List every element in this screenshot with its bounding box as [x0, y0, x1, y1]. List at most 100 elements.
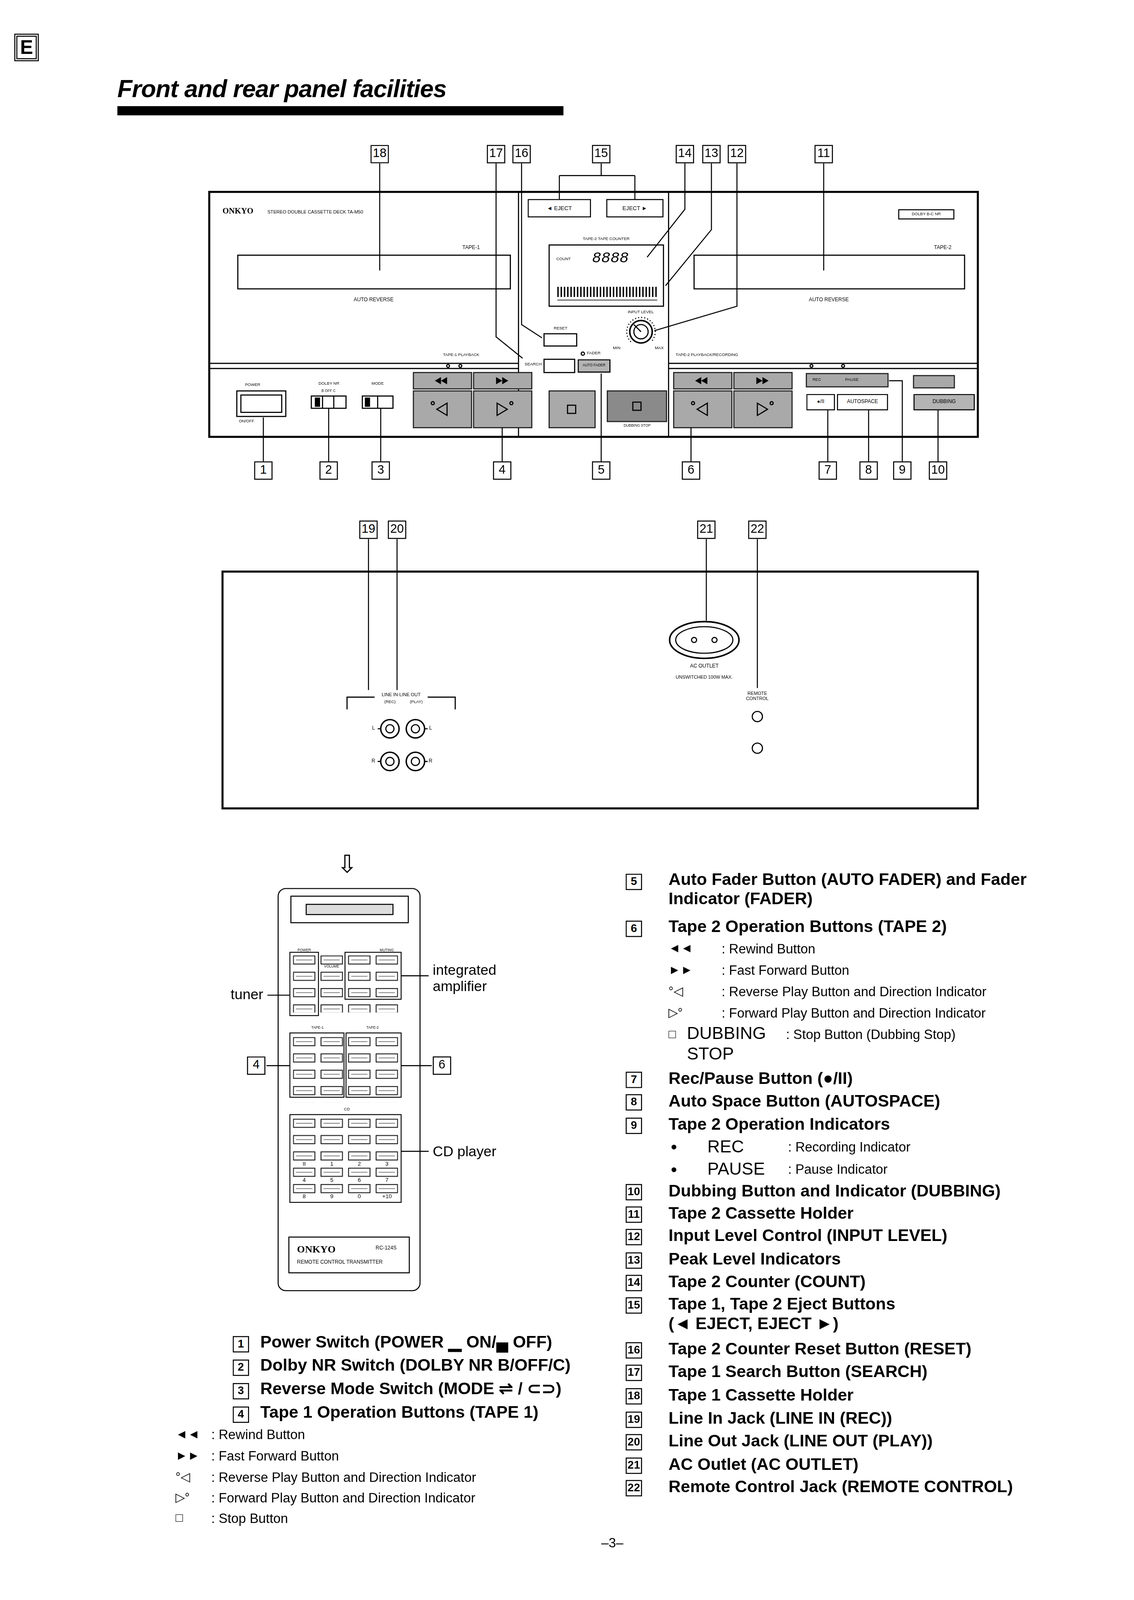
remote-label: 4 [302, 1176, 306, 1184]
node-text: RC-124S [375, 1245, 397, 1252]
item-number: 14 [625, 1274, 642, 1292]
node-text: REMOTE CONTROL TRANSMITTER [296, 1259, 383, 1266]
front-panel-label: 8888 [591, 249, 629, 268]
drawing-part [406, 719, 425, 739]
drawing-part [411, 757, 420, 766]
node-text: DOLBY B-C NR [911, 211, 942, 217]
front-panel-label: COUNT [556, 257, 571, 262]
item-text: Auto Space Button (AUTOSPACE) [668, 1091, 941, 1111]
node-text: DUBBING [932, 399, 956, 406]
drawing-part [431, 401, 435, 405]
item-text: Input Level Control (INPUT LEVEL) [668, 1226, 948, 1246]
drawing-part [293, 955, 399, 1013]
drawing-part [266, 1065, 291, 1066]
item-text: Tape 1 Search Button (SEARCH) [668, 1361, 928, 1381]
node-text: ●/II [816, 399, 825, 406]
drawing-part [400, 1065, 432, 1066]
item-text: Line Out Jack (LINE OUT (PLAY)) [668, 1430, 933, 1451]
drawing-part [581, 352, 585, 356]
callout-number: 21 [697, 520, 716, 539]
item-text: Remote Control Jack (REMOTE CONTROL) [668, 1476, 1013, 1497]
remote-label: TAPE-2 [366, 1025, 379, 1031]
remote-label: integrated amplifier [432, 961, 515, 995]
drawing-part [675, 626, 734, 654]
callout-number: 7 [818, 461, 838, 480]
item-text: DUBBING STOP [686, 1023, 779, 1064]
item-number: 22 [625, 1480, 642, 1497]
remote-label: TAPE-1 [311, 1025, 324, 1031]
node-text: AUTO FADER [582, 363, 606, 369]
front-panel-label: DOLBY NR [318, 381, 340, 387]
drawing-part [413, 391, 472, 428]
front-panel-label: MAX [654, 346, 664, 351]
callout-number: 6 [681, 461, 701, 480]
callout-number: 17 [486, 145, 506, 164]
front-panel-label: MIN [612, 346, 621, 351]
drawing-part [263, 373, 939, 462]
drawing-part [543, 359, 575, 373]
item-text: Tape 1, Tape 2 Eject Buttons (◄ EJECT, E… [668, 1294, 914, 1333]
item-number: 19 [625, 1411, 642, 1428]
callout-number: 4 [492, 461, 512, 480]
callout-number: 18 [370, 145, 389, 164]
panel-button: DOLBY B-C NR [898, 209, 955, 220]
drawing-part [458, 364, 462, 368]
drawing-part [752, 742, 763, 754]
drawing-part [626, 317, 656, 342]
panel-button: DUBBING [913, 394, 975, 411]
remote-control-body: ONKYORC-124SREMOTE CONTROL TRANSMITTER [277, 887, 421, 1292]
callout-number: 14 [675, 145, 695, 164]
item-text: ►► [668, 963, 693, 978]
drawing-part [306, 904, 394, 915]
item-number: 17 [625, 1364, 642, 1381]
item-text: ►► [175, 1449, 200, 1464]
front-panel-label: TAPE-2 [933, 244, 952, 251]
front-panel-label: STEREO DOUBLE CASSETTE DECK TA-M50 [267, 209, 364, 215]
leader-lines [263, 163, 939, 691]
rear-panel-label: LINE IN·LINE OUT [381, 691, 421, 698]
item-number: 5 [625, 873, 642, 891]
item-text: Auto Fader Button (AUTO FADER) and Fader… [668, 869, 1057, 909]
callout-number: 4 [246, 1056, 266, 1075]
callout-number: 9 [893, 461, 912, 480]
drawing-part [632, 402, 642, 411]
item-number: 15 [625, 1297, 642, 1314]
rear-panel-label: REMOTE CONTROL [742, 691, 773, 702]
drawing-part [346, 1033, 402, 1098]
remote-label: 2 [357, 1160, 361, 1167]
drawing-part [237, 255, 511, 289]
item-text: Tape 1 Operation Buttons (TAPE 1) [260, 1402, 539, 1422]
item-text: Tape 1 Cassette Holder [668, 1385, 854, 1405]
drawing-part [240, 394, 282, 413]
drawing-part [806, 373, 888, 387]
item-text: Tape 2 Counter (COUNT) [668, 1271, 866, 1292]
item-text: AC Outlet (AC OUTLET) [668, 1454, 859, 1474]
drawing-part [712, 637, 718, 643]
front-panel-label: SEARCH [524, 362, 542, 368]
node-text: EJECT ► [622, 204, 648, 212]
drawing-part [665, 163, 712, 286]
item-text: Tape 2 Operation Buttons (TAPE 2) [668, 916, 947, 936]
item-text: PAUSE [707, 1159, 765, 1180]
drawing-part [377, 728, 428, 762]
drawing-part [446, 364, 450, 368]
item-text: Reverse Mode Switch (MODE ⇌ / ⊂⊃) [260, 1378, 562, 1399]
page-title: Front and rear panel facilities [117, 74, 447, 103]
callout-number: 15 [591, 145, 611, 164]
drawing-part [633, 324, 648, 339]
item-text: ◄◄ [668, 942, 693, 957]
front-panel-label: MODE [371, 381, 384, 387]
item-number: 9 [625, 1117, 642, 1134]
item-text: ◄◄ [175, 1427, 200, 1443]
rear-panel-label: UNSWITCHED 100W MAX. [675, 674, 733, 680]
front-panel-label: ON/OFF [238, 419, 255, 425]
drawing-part [380, 719, 400, 739]
item-number: 10 [625, 1184, 642, 1201]
drawing-part [311, 395, 346, 409]
item-text: °◁ [175, 1470, 190, 1485]
drawing-part [752, 711, 763, 722]
callout-number: 16 [512, 145, 531, 164]
front-panel-label: PAUSE [845, 377, 859, 383]
remote-label: 7 [385, 1176, 389, 1184]
